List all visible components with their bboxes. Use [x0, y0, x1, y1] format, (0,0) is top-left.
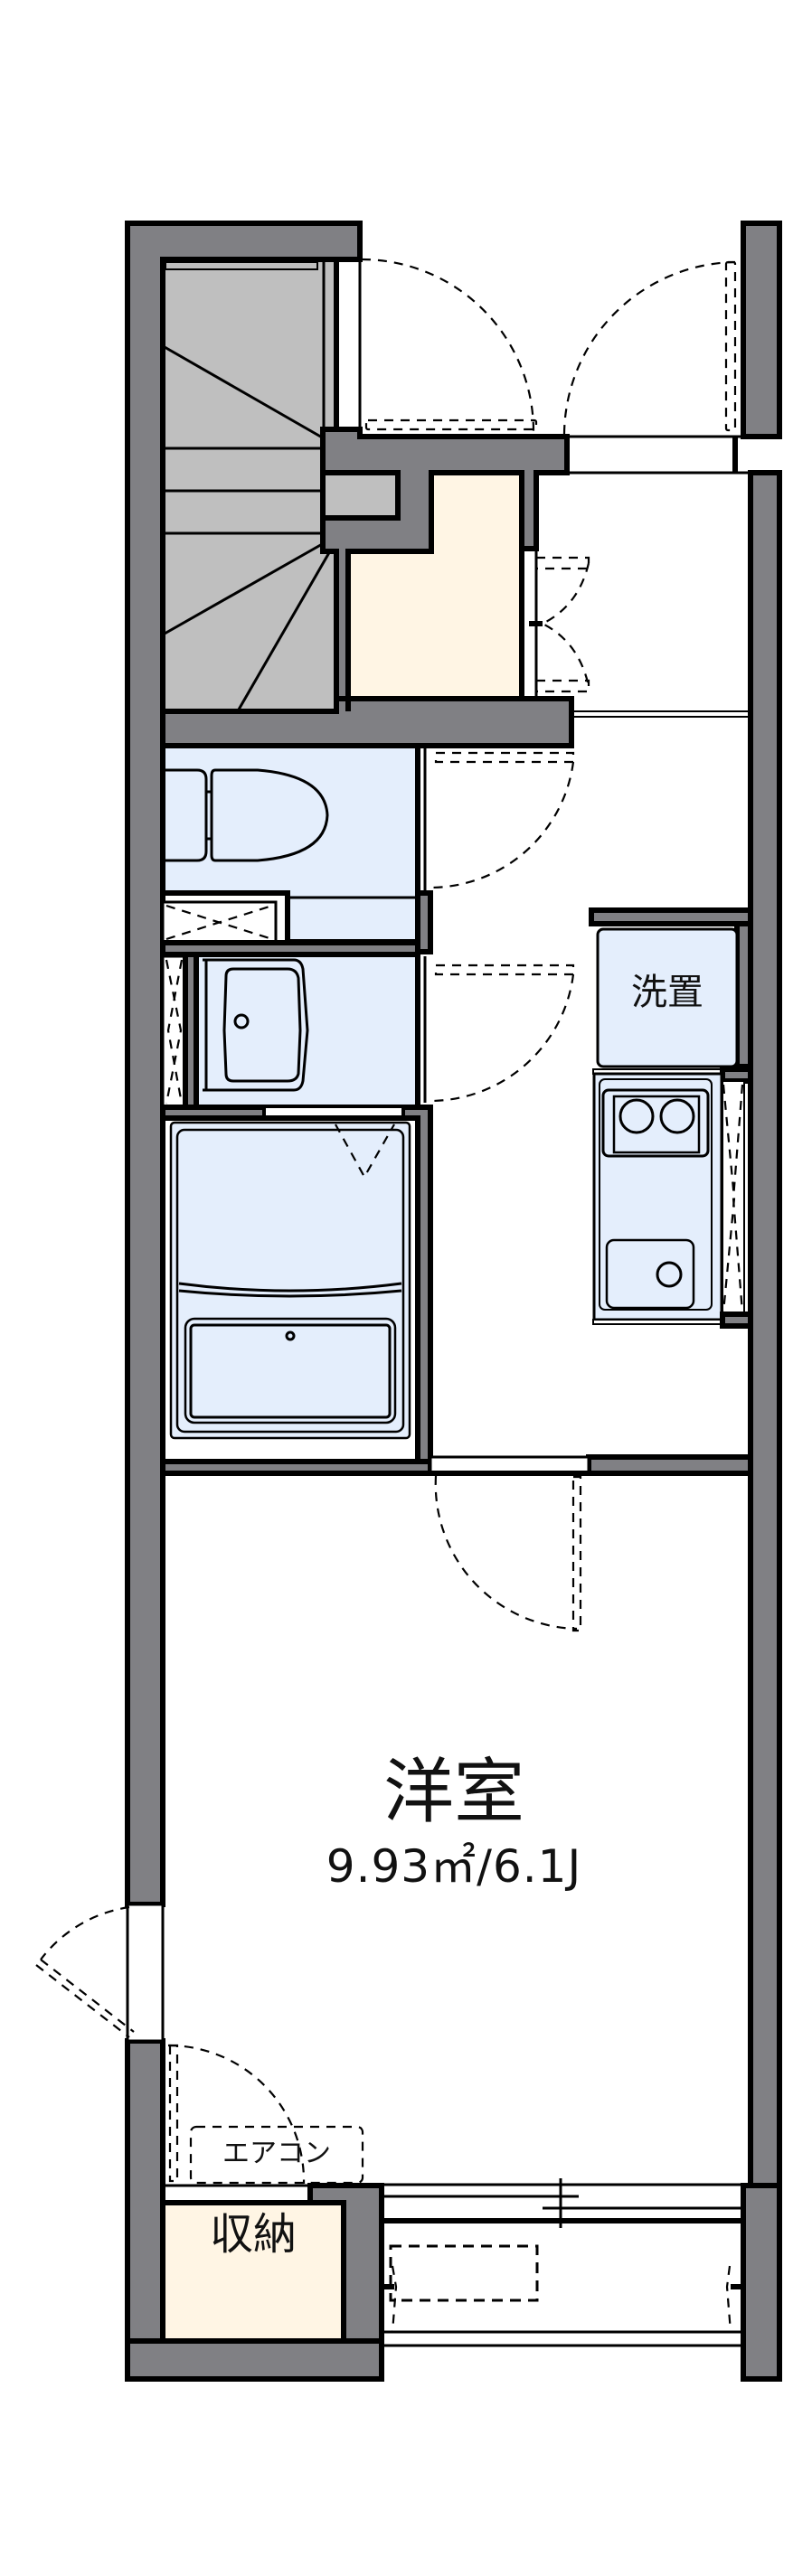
storage-label: 収納: [209, 2209, 297, 2260]
air-conditioner-label: エアコン: [222, 2138, 331, 2169]
main-room: [35, 1471, 753, 2205]
washing-machine-space: [596, 927, 739, 1068]
entrance: [322, 258, 751, 475]
toilet-icon: [165, 768, 329, 862]
bathroom: [160, 1115, 420, 1464]
stove-icon: [601, 1088, 710, 1158]
outdoor-unit-outline: [389, 2244, 539, 2302]
washroom: [161, 952, 575, 1110]
balcony: [379, 2178, 746, 2379]
air-conditioner-outline: [189, 2125, 364, 2185]
sink-icon: [605, 1238, 695, 1310]
kitchen: [429, 907, 753, 1476]
stairs-icon: [160, 257, 339, 714]
closet: [160, 2183, 384, 2344]
washer-space-label: 洗置: [631, 972, 703, 1013]
vent-box: [161, 900, 278, 945]
outer-walls: [125, 221, 782, 2382]
kitchen-counter: [592, 1072, 723, 1321]
main-room-area: 9.93㎡/6.1J: [326, 1840, 582, 1893]
main-room-name: 洋室: [382, 1752, 524, 1833]
bathtub-icon: [169, 1121, 411, 1440]
washbasin-icon: [203, 958, 309, 1092]
